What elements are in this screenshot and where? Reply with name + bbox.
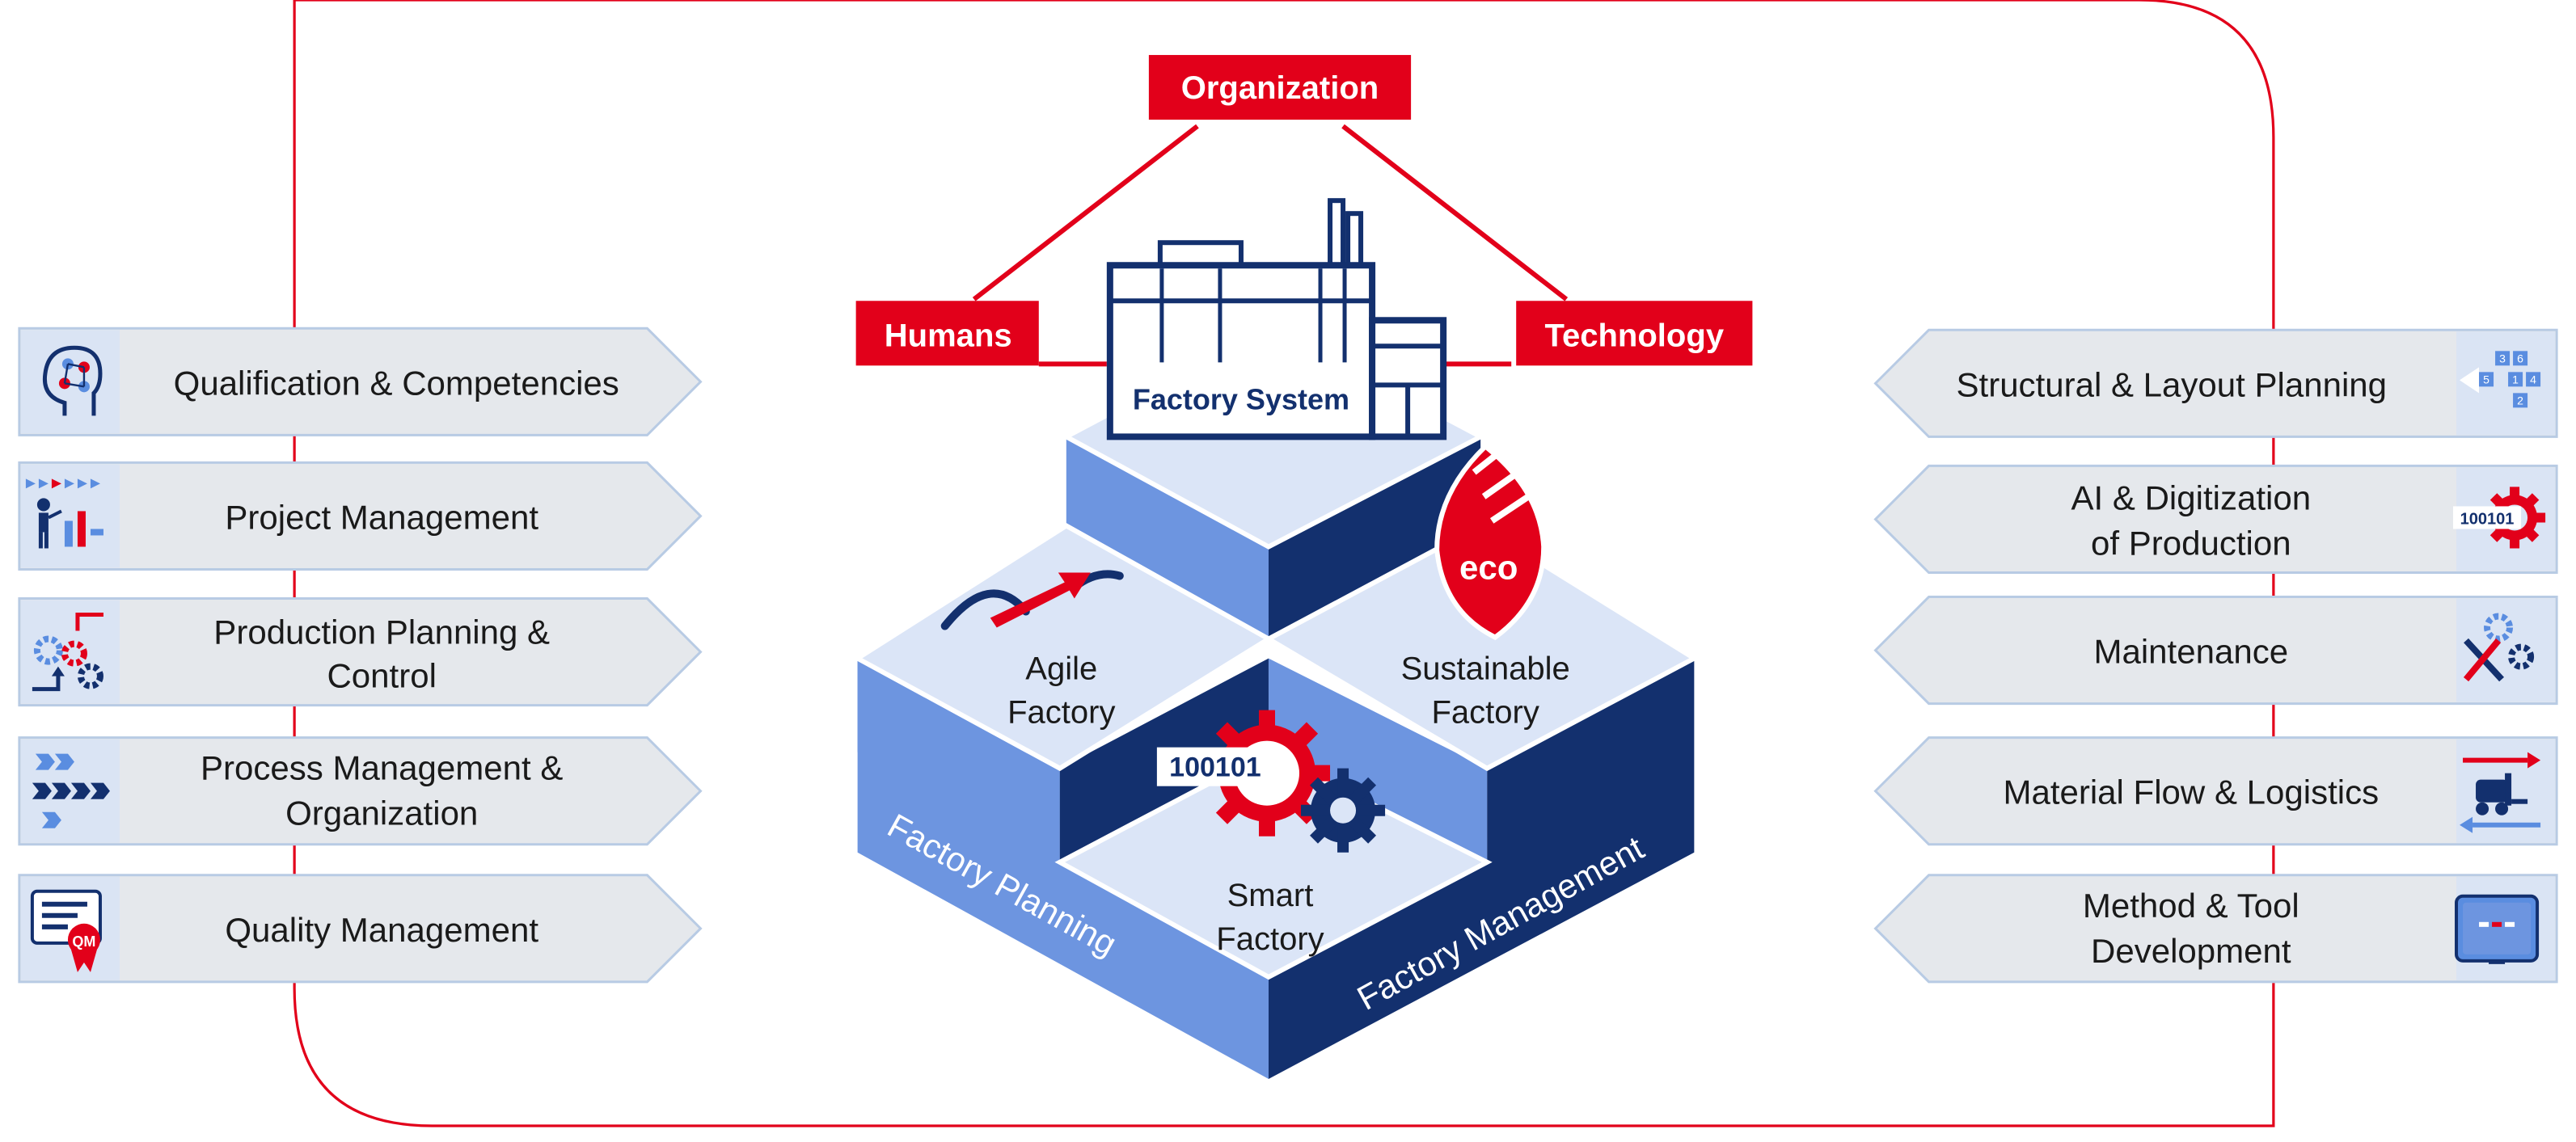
technology-text: Technology: [1545, 318, 1725, 353]
right-item-label: Material Flow & Logistics: [2003, 773, 2379, 811]
left-item-label-2: Organization: [285, 794, 478, 832]
lower-left-face: [857, 658, 1269, 1079]
top-block-left-side: [1066, 436, 1269, 639]
left-item-label-1: Process Management &: [201, 749, 563, 787]
organization-label: Organization: [1148, 55, 1412, 120]
sustainable-label-2: Factory: [1431, 695, 1539, 731]
head-network-icon: [42, 345, 103, 416]
right-item-ai-digitization[interactable]: 100101 AI & Digitization of Production: [1873, 464, 2558, 575]
left-item-label: Qualification & Competencies: [174, 364, 619, 402]
right-item-method-tool[interactable]: Method & Tool Development: [1873, 874, 2558, 984]
process-arrows-icon: [32, 753, 110, 828]
left-item-label: Project Management: [225, 498, 538, 536]
eco-leaf-icon: eco: [1434, 443, 1547, 641]
right-item-maintenance[interactable]: Maintenance: [1873, 596, 2558, 706]
tools-gears-icon: [2463, 613, 2535, 682]
grid-number: 5: [2483, 373, 2489, 386]
smart-gears-icon: 100101: [1156, 710, 1386, 853]
right-item-label-2: of Production: [2091, 524, 2291, 562]
right-item-label: Maintenance: [2093, 633, 2288, 671]
digital-gear-icon: 100101: [2453, 487, 2546, 549]
right-item-label: Structural & Layout Planning: [1957, 365, 2388, 403]
left-item-label-1: Production Planning &: [213, 613, 550, 651]
sustainable-label-1: Sustainable: [1401, 651, 1570, 687]
left-item-process-management[interactable]: Process Management & Organization: [18, 736, 703, 846]
lower-right-face: [1268, 658, 1695, 1079]
left-item-label-2: Control: [327, 657, 436, 695]
right-item-structural-layout[interactable]: 3 6 5 1 4 2 Structural & Layout Planning: [1873, 328, 2558, 438]
triangle-lines: [972, 124, 1569, 367]
smart-label-2: Factory: [1216, 921, 1324, 957]
factory-building-icon: Factory System: [1106, 198, 1447, 440]
binary-text: 100101: [1169, 752, 1261, 783]
left-item-project-management[interactable]: Project Management: [18, 461, 703, 571]
presentation-icon: [25, 478, 103, 549]
right-item-label-1: AI & Digitization: [2071, 478, 2312, 516]
qm-badge-text: QM: [72, 933, 95, 950]
tablet-icon: [2455, 894, 2540, 964]
right-panel-list: 3 6 5 1 4 2 Structural & Layout Planning…: [1873, 328, 2558, 984]
inner-left-step: [1268, 658, 1488, 862]
grid-number: 3: [2499, 352, 2506, 365]
left-panel-list: Qualification & Competencies Project Man…: [18, 327, 703, 984]
smart-factory-tile: [1054, 749, 1493, 980]
gears-cycle-icon: [32, 613, 103, 692]
left-item-label: Quality Management: [225, 911, 538, 949]
qm-certificate-icon: QM: [30, 889, 102, 972]
layout-grid-icon: 3 6 5 1 4 2: [2460, 351, 2541, 408]
agile-arrow-icon: [940, 570, 1124, 630]
grid-number: 4: [2530, 373, 2536, 386]
agile-label-1: Agile: [1025, 651, 1097, 687]
right-item-material-flow[interactable]: Material Flow & Logistics: [1873, 736, 2558, 846]
left-item-qualification[interactable]: Qualification & Competencies: [18, 327, 703, 436]
grid-number: 1: [2512, 373, 2519, 386]
humans-label: Humans: [855, 301, 1039, 366]
left-item-production-planning[interactable]: Production Planning & Control: [18, 597, 703, 707]
outer-frame: [293, 0, 2275, 1127]
grid-number: 6: [2517, 352, 2523, 365]
eco-text: eco: [1459, 549, 1518, 587]
sustainable-factory-tile: [1263, 522, 1700, 772]
smart-label-1: Smart: [1227, 878, 1314, 913]
forklift-icon: [2460, 752, 2541, 833]
technology-label: Technology: [1516, 301, 1753, 366]
agile-label-2: Factory: [1007, 695, 1115, 731]
right-item-label-2: Development: [2091, 932, 2291, 970]
factory-system-text: Factory System: [1133, 382, 1349, 415]
right-item-label-1: Method & Tool: [2083, 887, 2299, 925]
ai-binary-text: 100101: [2460, 510, 2515, 528]
grid-number: 2: [2517, 394, 2523, 407]
organization-text: Organization: [1181, 70, 1379, 106]
factory-block: Factory Planning Factory Management Agil…: [852, 198, 1700, 1079]
top-block-right-side: [1268, 436, 1481, 639]
left-item-quality-management[interactable]: QM Quality Management: [18, 874, 703, 984]
agile-factory-tile: [852, 522, 1273, 772]
humans-text: Humans: [885, 318, 1012, 353]
